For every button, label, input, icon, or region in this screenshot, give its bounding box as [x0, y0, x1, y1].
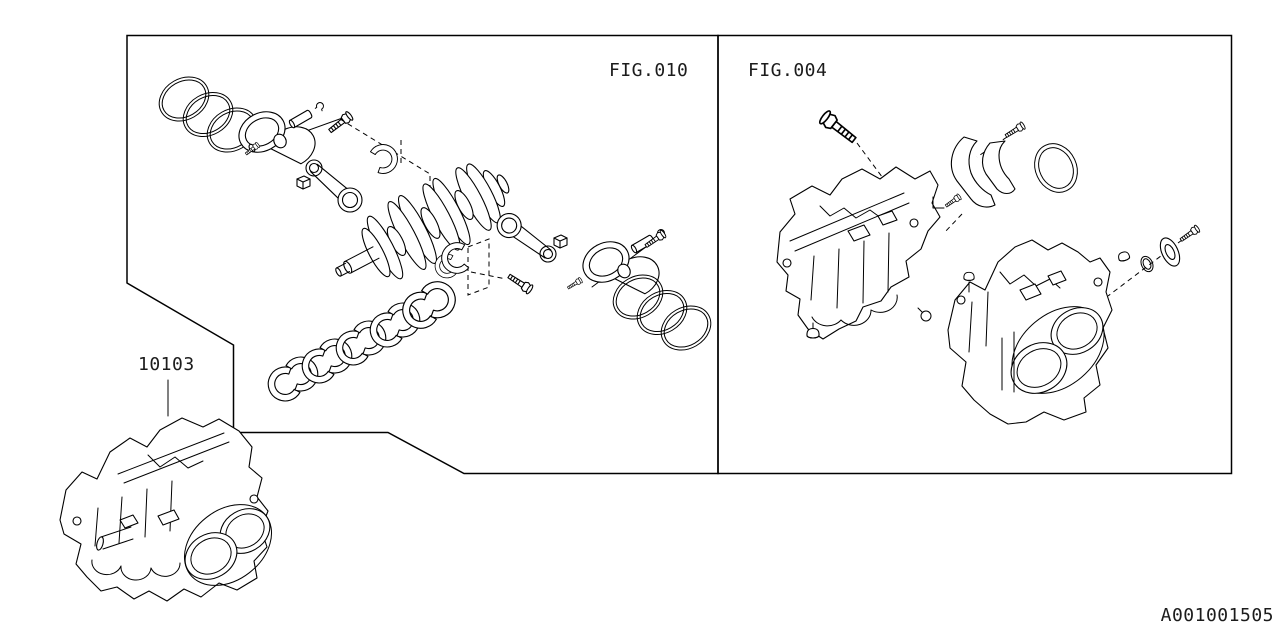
o-ring: [1140, 255, 1154, 273]
crank-snout: [96, 526, 134, 551]
rod-bolt-3: [642, 229, 668, 251]
rod-bolt-2: [505, 271, 535, 296]
rod-nut-1: [296, 175, 311, 190]
piston-assembly-2: [495, 208, 720, 360]
piston-bolt-2: [566, 276, 584, 291]
rod-cap-2: [432, 240, 470, 281]
sealing-plug-side: [1116, 250, 1131, 263]
cylinder-block-left-half: [776, 166, 941, 340]
connecting-rod-2: [495, 208, 558, 268]
fig004-label[interactable]: FIG.004: [748, 60, 828, 81]
fig010-label[interactable]: FIG.010: [609, 60, 689, 81]
cover-bolt: [1178, 224, 1202, 244]
fig004-exploded-view: [776, 108, 1202, 425]
short-block-drawing: [59, 417, 273, 602]
piston-assembly-1: [150, 67, 363, 213]
dome-plug: [963, 271, 975, 281]
separator-plates: [932, 120, 1027, 210]
l-mark: [932, 196, 945, 209]
snap-ring-1: [314, 101, 326, 112]
block-bolt-long: [817, 108, 860, 147]
rod-nut-2: [553, 234, 568, 249]
rod-bolt-1: [326, 110, 355, 136]
drain-plug: [806, 327, 820, 339]
plate-bolt-lower: [943, 193, 963, 210]
connecting-rod-1: [305, 159, 363, 213]
rear-oil-seal: [1034, 143, 1078, 193]
cylinder-block-right-half: [947, 239, 1183, 425]
part-number-callout[interactable]: 10103: [138, 354, 195, 375]
fig004-panel-border: [717, 34, 1233, 475]
main-bearing-set: [262, 277, 462, 406]
wrist-pin-1: [287, 109, 313, 130]
o-ring-mark: [917, 307, 932, 322]
document-code: A001001505: [1160, 605, 1274, 626]
side-service-parts: [1116, 224, 1202, 273]
fig010-exploded-view: [150, 67, 720, 406]
access-cover-disc: [1159, 237, 1181, 267]
rod-cap-1: [368, 140, 402, 177]
plate-bolt-upper: [1003, 120, 1027, 140]
crankshaft: [335, 163, 510, 280]
